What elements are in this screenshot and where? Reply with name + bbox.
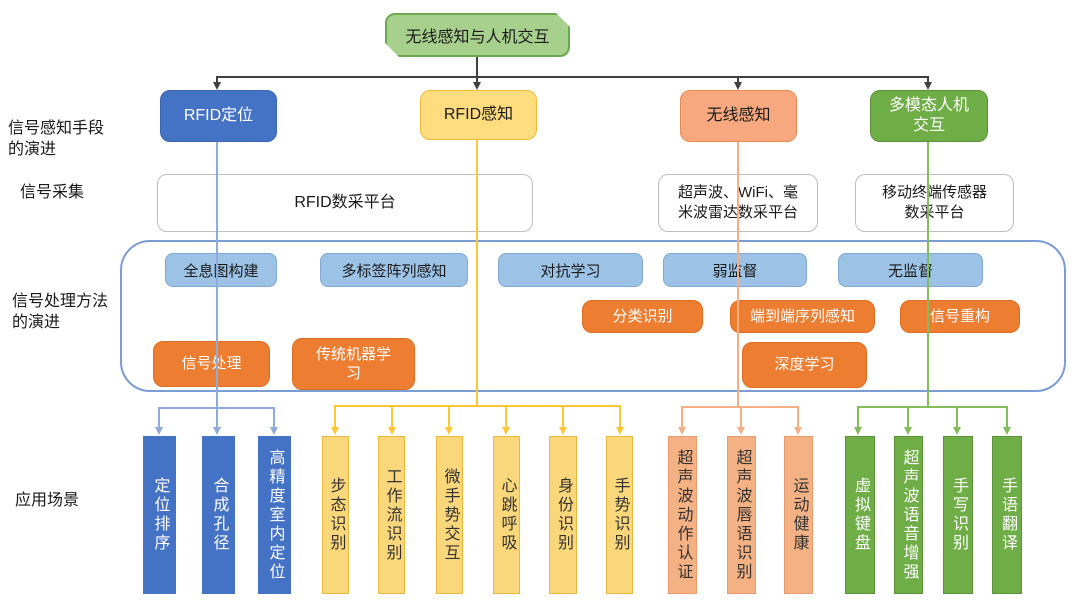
app-synthetic-aperture: 合成孔径 bbox=[202, 436, 235, 594]
connector-arrow-app bbox=[154, 407, 163, 435]
connector-arrow-app bbox=[330, 405, 339, 435]
app-ultrasound-lip-reading: 超声波唇语识别 bbox=[727, 436, 756, 594]
connector-arrow-multimodal bbox=[923, 76, 932, 90]
app-virtual-keyboard: 虚拟键盘 bbox=[845, 436, 875, 594]
app-sign-language-translation: 手语翻译 bbox=[992, 436, 1022, 594]
platform-mobile-sensors: 移动终端传感器 数采平台 bbox=[855, 174, 1014, 232]
app-micro-gesture-interaction: 微手势交互 bbox=[436, 436, 463, 594]
connector-arrow-app bbox=[387, 405, 396, 435]
connector-spine-yellow bbox=[476, 140, 478, 406]
connector-top-bus bbox=[216, 76, 929, 78]
connector-arrow-app bbox=[736, 406, 745, 435]
connector-fan-green bbox=[857, 406, 1008, 408]
app-high-precision-indoor-positioning: 高精度室内定位 bbox=[258, 436, 291, 594]
app-identity-recognition: 身份识别 bbox=[549, 436, 577, 594]
connector-arrow-app bbox=[615, 405, 624, 435]
method-deep-learning: 深度学习 bbox=[742, 342, 867, 388]
side-label-application-scenarios: 应用场景 bbox=[15, 492, 80, 509]
connector-spine-green bbox=[927, 142, 929, 407]
app-ultrasound-motion-authentication: 超声波动作认证 bbox=[668, 436, 697, 594]
method-multitag-array-sensing: 多标签阵列感知 bbox=[320, 253, 468, 287]
app-heartbeat-breathing: 心跳呼吸 bbox=[493, 436, 520, 594]
method-end2end-sequence: 端到端序列感知 bbox=[730, 300, 875, 333]
connector-arrow-app bbox=[793, 406, 802, 435]
method-unsupervised: 无监督 bbox=[838, 253, 983, 287]
method-weak-supervision: 弱监督 bbox=[663, 253, 807, 287]
app-handwriting-recognition: 手写识别 bbox=[943, 436, 973, 594]
connector-arrow-app bbox=[444, 405, 453, 435]
branch-node-multimodal-hci: 多模态人机 交互 bbox=[870, 90, 988, 142]
connector-arrow-rfid-sensing bbox=[472, 76, 481, 90]
connector-arrow-app bbox=[952, 406, 961, 435]
method-signal-processing: 信号处理 bbox=[153, 341, 270, 387]
method-hologram-construction: 全息图构建 bbox=[165, 253, 277, 287]
branch-node-rfid-positioning: RFID定位 bbox=[160, 90, 277, 142]
branch-node-rfid-sensing: RFID感知 bbox=[420, 90, 537, 140]
connector-spine-blue bbox=[216, 142, 218, 408]
branch-node-wireless-sensing: 无线感知 bbox=[680, 90, 797, 142]
method-traditional-ml: 传统机器学 习 bbox=[292, 338, 415, 390]
root-node: 无线感知与人机交互 bbox=[385, 13, 570, 57]
method-signal-reconstruction: 信号重构 bbox=[900, 300, 1020, 333]
connector-arrow-app bbox=[1002, 406, 1011, 435]
connector-arrow-wireless-sensing bbox=[733, 76, 742, 90]
methods-container bbox=[120, 240, 1066, 392]
platform-rfid: RFID数采平台 bbox=[157, 174, 533, 232]
connector-arrow-app bbox=[677, 406, 686, 435]
connector-arrow-app bbox=[903, 406, 912, 435]
platform-ultrasound-wifi-radar: 超声波、WiFi、毫 米波雷达数采平台 bbox=[658, 174, 818, 232]
app-positioning-sorting: 定位排序 bbox=[143, 436, 176, 594]
app-sports-health: 运动健康 bbox=[784, 436, 813, 594]
connector-arrow-app bbox=[558, 405, 567, 435]
connector-arrow-app bbox=[269, 407, 278, 435]
method-classification: 分类识别 bbox=[582, 300, 703, 333]
connector-arrow-app bbox=[501, 405, 510, 435]
app-gesture-recognition: 手势识别 bbox=[606, 436, 633, 594]
connector-fan-yellow bbox=[334, 405, 621, 407]
side-label-sensing-evolution: 信号感知手段 的演进 bbox=[8, 120, 105, 158]
side-label-signal-collection: 信号采集 bbox=[20, 184, 85, 201]
connector-arrow-app bbox=[212, 407, 221, 435]
app-workflow-recognition: 工作流识别 bbox=[378, 436, 405, 594]
connector-arrow-app bbox=[853, 406, 862, 435]
connector-arrow-rfid-positioning bbox=[212, 76, 221, 90]
connector-root-stem bbox=[476, 57, 478, 76]
method-adversarial-learning: 对抗学习 bbox=[498, 253, 643, 287]
side-label-processing-evolution: 信号处理方法 的演进 bbox=[12, 293, 109, 331]
connector-spine-salmon bbox=[737, 142, 739, 407]
app-ultrasound-speech-enhancement: 超声波语音增强 bbox=[894, 436, 923, 594]
app-gait-recognition: 步态识别 bbox=[322, 436, 349, 594]
